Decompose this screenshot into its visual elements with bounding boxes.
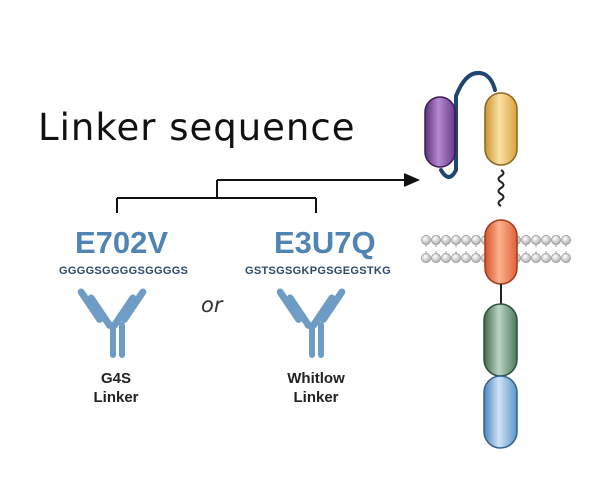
domain-blue	[483, 375, 518, 449]
domain-green	[483, 303, 518, 377]
linker-label-left-line1: G4S	[100, 370, 131, 387]
domain-purple	[424, 96, 456, 168]
page-title: Linker sequence	[38, 106, 356, 149]
hinge-squiggle	[497, 169, 505, 207]
bracket-connector	[116, 179, 406, 213]
linker-label-right-line1: Whitlow	[287, 370, 345, 387]
sequence-right: GSTSGSGKPGSGEGSTKG	[245, 265, 391, 277]
linker-label-right: Whitlow Linker	[256, 369, 376, 407]
linker-label-left-line2: Linker	[93, 389, 139, 406]
domain-yellow	[484, 92, 518, 166]
linker-loop	[439, 71, 497, 179]
clone-name-left: E702V	[75, 225, 169, 260]
or-connector-text: or	[201, 293, 223, 317]
antibody-icon	[77, 288, 147, 358]
sequence-left: GGGGSGGGGSGGGGS	[59, 265, 189, 277]
arrow-head-icon	[404, 173, 420, 187]
cell-membrane	[421, 235, 571, 263]
clone-name-right: E3U7Q	[274, 225, 376, 260]
linker-label-right-line2: Linker	[293, 389, 339, 406]
domain-orange	[484, 219, 518, 285]
linker-label-left: G4S Linker	[56, 369, 176, 407]
antibody-icon	[276, 288, 346, 358]
